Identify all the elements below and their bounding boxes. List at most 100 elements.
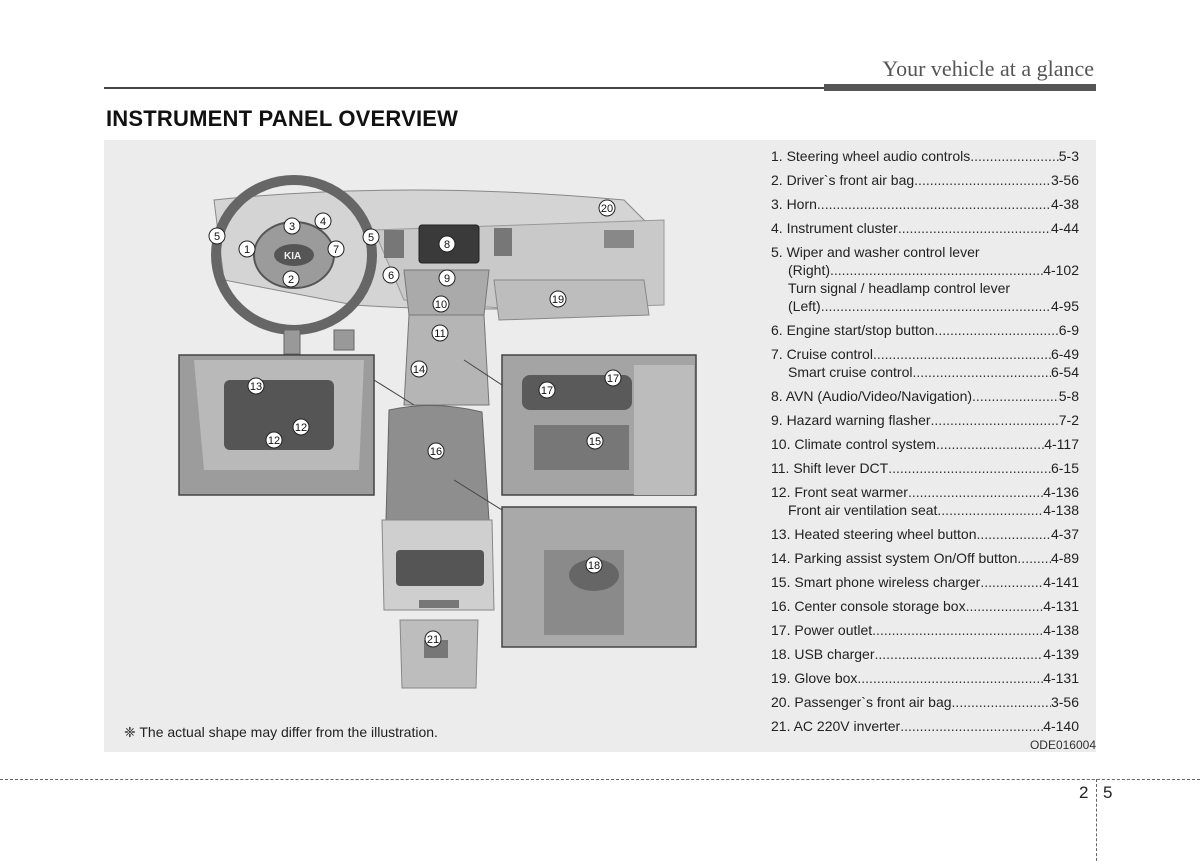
callout-12-b: 12: [295, 422, 307, 434]
section-title: INSTRUMENT PANEL OVERVIEW: [106, 106, 459, 131]
legend-label: 16. Center console storage box: [771, 598, 966, 614]
legend-label: 15. Smart phone wireless charger: [771, 574, 981, 590]
callout-12-a: 12: [268, 435, 280, 447]
legend-row: 5. Wiper and washer control lever: [771, 243, 1079, 261]
leader-dots: [972, 387, 1059, 405]
legend-label: Front air ventilation seat: [788, 502, 938, 518]
illustration-note: ❈ The actual shape may differ from the i…: [124, 724, 438, 740]
legend-row: 11. Shift lever DCT6-15: [771, 459, 1079, 477]
callout-5-left: 5: [214, 231, 220, 243]
leader-dots: [980, 573, 1043, 591]
legend-row: 7. Cruise control 6-49: [771, 345, 1079, 363]
legend-page-ref: 4-44: [1050, 220, 1079, 236]
legend-item: 21. AC 220V inverter4-140: [771, 717, 1079, 735]
leader-dots: [912, 363, 1050, 381]
leader-dots: [914, 171, 1051, 189]
leader-dots: [908, 483, 1043, 501]
callout-5-right: 5: [368, 232, 374, 244]
leader-dots: [872, 621, 1043, 639]
callout-14: 14: [413, 364, 425, 376]
legend-item: 9. Hazard warning flasher 7-2: [771, 411, 1079, 429]
legend-page-ref: 7-2: [1058, 412, 1079, 428]
legend-item: 11. Shift lever DCT6-15: [771, 459, 1079, 477]
legend-item: 16. Center console storage box 4-131: [771, 597, 1079, 615]
legend-page-ref: 4-138: [1043, 502, 1079, 518]
legend-item: 14. Parking assist system On/Off button4…: [771, 549, 1079, 567]
callout-16: 16: [430, 446, 442, 458]
legend-sub-row: Turn signal / headlamp control lever: [771, 279, 1079, 297]
legend-label: 20. Passenger`s front air bag: [771, 694, 952, 710]
leader-dots: [936, 435, 1044, 453]
legend-page-ref: 4-140: [1043, 718, 1079, 734]
legend-page-ref: 4-138: [1043, 622, 1079, 638]
legend-list: 1. Steering wheel audio controls 5-3 2. Dr…: [771, 147, 1079, 741]
leader-dots: [873, 345, 1051, 363]
callout-1: 1: [244, 244, 250, 256]
legend-row: 19. Glove box4-131: [771, 669, 1079, 687]
legend-label: 6. Engine start/stop button: [771, 322, 935, 338]
leader-dots: [898, 219, 1051, 237]
legend-page-ref: 4-141: [1043, 574, 1079, 590]
legend-label: 9. Hazard warning flasher: [771, 412, 931, 428]
instrument-panel-illustration: KIA 1 2 3 4 5 5 6: [178, 175, 697, 689]
legend-row: 17. Power outlet 4-138: [771, 621, 1079, 639]
legend-label: 5. Wiper and washer control lever: [771, 244, 980, 260]
leader-dots: [817, 195, 1051, 213]
legend-item: 10. Climate control system 4-117: [771, 435, 1079, 453]
legend-row: 21. AC 220V inverter4-140: [771, 717, 1079, 735]
legend-row: 3. Horn4-38: [771, 195, 1079, 213]
legend-row: 20. Passenger`s front air bag3-56: [771, 693, 1079, 711]
legend-page-ref: 4-139: [1043, 646, 1079, 662]
legend-label: 4. Instrument cluster: [771, 220, 898, 236]
legend-row: 9. Hazard warning flasher 7-2: [771, 411, 1079, 429]
legend-sub-row: (Left)4-95: [771, 297, 1079, 315]
legend-page-ref: 4-38: [1050, 196, 1079, 212]
legend-item: 17. Power outlet 4-138: [771, 621, 1079, 639]
legend-label: 8. AVN (Audio/Video/Navigation): [771, 388, 973, 404]
legend-page-ref: 4-117: [1044, 436, 1079, 452]
chapter-number: 2: [1079, 783, 1089, 802]
legend-page-ref: 4-37: [1050, 526, 1079, 542]
leader-dots: [857, 669, 1043, 687]
page-number: 5: [1103, 783, 1113, 802]
legend-page-ref: 6-49: [1050, 346, 1079, 362]
legend-item: 13. Heated steering wheel button 4-37: [771, 525, 1079, 543]
legend-page-ref: 6-54: [1050, 364, 1079, 380]
legend-item: 3. Horn4-38: [771, 195, 1079, 213]
callout-19: 19: [552, 294, 564, 306]
legend-row: 1. Steering wheel audio controls 5-3: [771, 147, 1079, 165]
callout-10: 10: [435, 299, 447, 311]
legend-label: 1. Steering wheel audio controls: [771, 148, 971, 164]
legend-label: (Right): [788, 262, 831, 278]
callout-18: 18: [588, 560, 600, 572]
leader-dots: [830, 261, 1043, 279]
legend-row: 8. AVN (Audio/Video/Navigation)5-8: [771, 387, 1079, 405]
legend-page-ref: 4-131: [1043, 598, 1079, 614]
legend-item: 6. Engine start/stop button6-9: [771, 321, 1079, 339]
callout-2: 2: [288, 274, 294, 286]
legend-page-ref: 4-131: [1043, 670, 1079, 686]
legend-row: 18. USB charger4-139: [771, 645, 1079, 663]
callout-15: 15: [589, 436, 601, 448]
legend-item: 1. Steering wheel audio controls 5-3: [771, 147, 1079, 165]
leader-dots: [1017, 549, 1051, 567]
legend-page-ref: 4-95: [1050, 298, 1079, 314]
legend-item: 18. USB charger4-139: [771, 645, 1079, 663]
legend-row: 4. Instrument cluster 4-44: [771, 219, 1079, 237]
legend-page-ref: 6-15: [1050, 460, 1079, 476]
legend-page-ref: 5-3: [1058, 148, 1079, 164]
legend-label: 10. Climate control system: [771, 436, 936, 452]
legend-item: 5. Wiper and washer control lever (Right)…: [771, 243, 1079, 315]
legend-sub-row: Smart cruise control6-54: [771, 363, 1079, 381]
legend-item: 8. AVN (Audio/Video/Navigation)5-8: [771, 387, 1079, 405]
legend-label: 2. Driver`s front air bag: [771, 172, 915, 188]
legend-label: 17. Power outlet: [771, 622, 873, 638]
callout-21: 21: [427, 634, 439, 646]
legend-label: 13. Heated steering wheel button: [771, 526, 977, 542]
legend-label: 7. Cruise control: [771, 346, 873, 362]
callout-17-a: 17: [541, 385, 553, 397]
callout-8: 8: [444, 239, 450, 251]
page-number-divider: [1096, 779, 1097, 861]
